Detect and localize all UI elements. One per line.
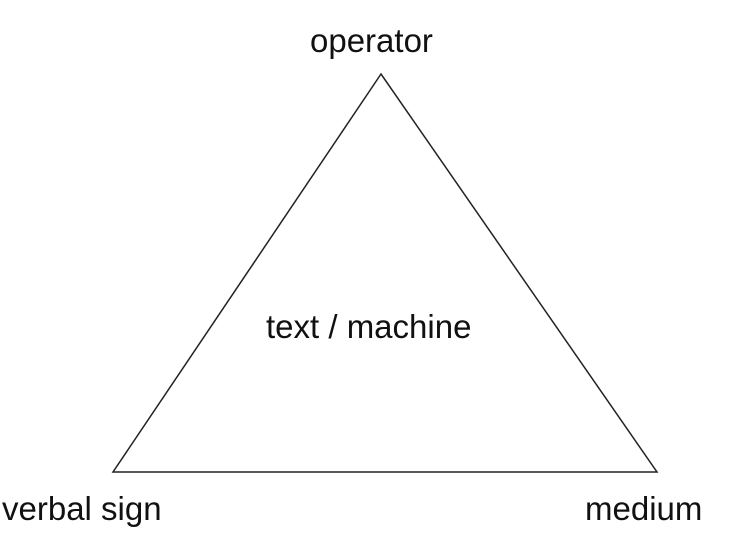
vertex-label-verbal-sign: verbal sign [2,490,162,527]
vertex-label-operator: operator [310,22,433,59]
vertex-label-medium: medium [585,490,703,527]
center-label: text / machine [266,308,472,345]
triangle [111,72,659,473]
